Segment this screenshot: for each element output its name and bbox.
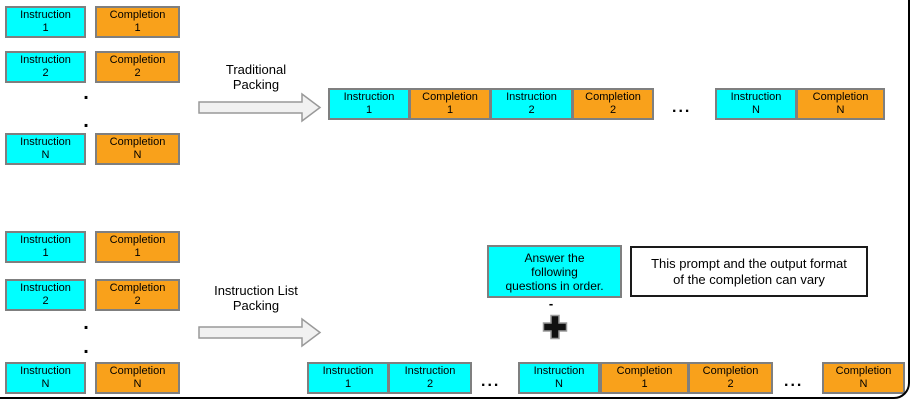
plus-icon: [542, 314, 568, 340]
box-label-line1: Completion: [109, 136, 166, 148]
ellipsis: ...: [672, 99, 692, 116]
box-label-line2: N: [836, 104, 845, 116]
box-label-line1: Instruction: [730, 91, 782, 103]
instruction-box: Instruction N: [518, 362, 600, 394]
completion-box: Completion 2: [95, 279, 180, 311]
completion-box: Completion 2: [95, 51, 180, 83]
box-label-line1: Completion: [109, 234, 166, 246]
prompt-line: following: [531, 264, 578, 279]
box-label-line2: 1: [344, 378, 352, 390]
box-label-line2: 1: [42, 22, 49, 34]
prompt-line: Answer the: [524, 250, 585, 265]
box-label-line1: Completion: [702, 365, 759, 377]
note-line: This prompt and the output format: [651, 255, 847, 271]
box-label-line1: Instruction: [20, 234, 71, 246]
dash-separator: -: [548, 296, 554, 311]
instruction-box: Instruction N: [715, 88, 797, 120]
vertical-dots: .: [83, 336, 89, 358]
box-label-line2: 2: [134, 295, 141, 307]
box-label-line2: N: [133, 378, 142, 390]
box-label-line2: N: [859, 378, 868, 390]
box-label-line2: 2: [134, 67, 141, 79]
box-label-line1: Completion: [812, 91, 869, 103]
completion-box: Completion 2: [688, 362, 773, 394]
prompt-line: questions in order.: [505, 278, 604, 293]
box-label-line1: Instruction: [20, 54, 71, 66]
box-label-line2: 2: [609, 104, 617, 116]
box-label-line1: Instruction: [20, 282, 71, 294]
box-label-line1: Instruction: [343, 91, 395, 103]
box-label-line1: Completion: [109, 365, 166, 377]
box-label-line1: Instruction: [533, 365, 585, 377]
box-label-line1: Completion: [109, 54, 166, 66]
instruction-box: Instruction 2: [490, 88, 573, 120]
box-label-line2: N: [41, 378, 50, 390]
box-label-line1: Completion: [585, 91, 641, 103]
box-label-line1: Instruction: [20, 136, 71, 148]
box-label-line2: 2: [727, 378, 734, 390]
instruction-box: Instruction 1: [5, 231, 86, 263]
box-label-line2: 1: [42, 247, 49, 259]
right-arrow-icon: [198, 92, 322, 123]
completion-box: Completion 2: [572, 88, 654, 120]
arrow-label-traditional-packing: Traditional Packing: [225, 62, 287, 92]
completion-box: Completion 1: [95, 6, 180, 38]
box-label-line1: Instruction: [322, 365, 374, 377]
completion-box: Completion 1: [409, 88, 491, 120]
completion-box: Completion 1: [95, 231, 180, 263]
box-label-line2: 1: [641, 378, 648, 390]
box-label-line2: 1: [365, 104, 373, 116]
box-label-line1: Instruction: [506, 91, 557, 103]
ellipsis: ...: [481, 373, 501, 390]
right-arrow-icon: [198, 317, 322, 348]
arrow-label-instruction-list-packing: Instruction List Packing: [214, 283, 298, 313]
box-label-line2: N: [41, 149, 50, 161]
box-label-line1: Completion: [616, 365, 673, 377]
instruction-box: Instruction 2: [5, 51, 86, 83]
prompt-box: Answer the following questions in order.: [487, 245, 622, 298]
box-label-line2: 1: [446, 104, 454, 116]
instruction-box: Instruction N: [5, 133, 86, 165]
box-label-line2: 1: [134, 22, 141, 34]
box-label-line1: Completion: [422, 91, 478, 103]
completion-box: Completion N: [95, 362, 180, 394]
box-label-line1: Completion: [109, 9, 166, 21]
vertical-dots: .: [83, 312, 89, 334]
box-label-line1: Completion: [109, 282, 166, 294]
box-label-line1: Completion: [835, 365, 892, 377]
box-label-line2: 2: [42, 295, 49, 307]
box-label-line2: 2: [426, 378, 434, 390]
vertical-dots: .: [83, 82, 89, 104]
instruction-box: Instruction 1: [5, 6, 86, 38]
completion-box: Completion N: [95, 133, 180, 165]
box-label-line2: 1: [134, 247, 141, 259]
note-box: This prompt and the output format of the…: [630, 246, 868, 297]
instruction-box: Instruction 2: [388, 362, 472, 394]
box-label-line2: 2: [528, 104, 535, 116]
box-label-line2: N: [752, 104, 760, 116]
box-label-line2: N: [555, 378, 563, 390]
box-label-line1: Instruction: [20, 365, 71, 377]
box-label-line2: 2: [42, 67, 49, 79]
instruction-box: Instruction 2: [5, 279, 86, 311]
vertical-dots: .: [83, 110, 89, 132]
box-label-line1: Instruction: [404, 365, 456, 377]
note-line: of the completion can vary: [673, 271, 825, 287]
box-label-line1: Instruction: [20, 9, 71, 21]
instruction-box: Instruction N: [5, 362, 86, 394]
ellipsis: ...: [784, 373, 804, 390]
completion-box: Completion N: [796, 88, 885, 120]
completion-box: Completion N: [822, 362, 905, 394]
box-label-line2: N: [133, 149, 142, 161]
